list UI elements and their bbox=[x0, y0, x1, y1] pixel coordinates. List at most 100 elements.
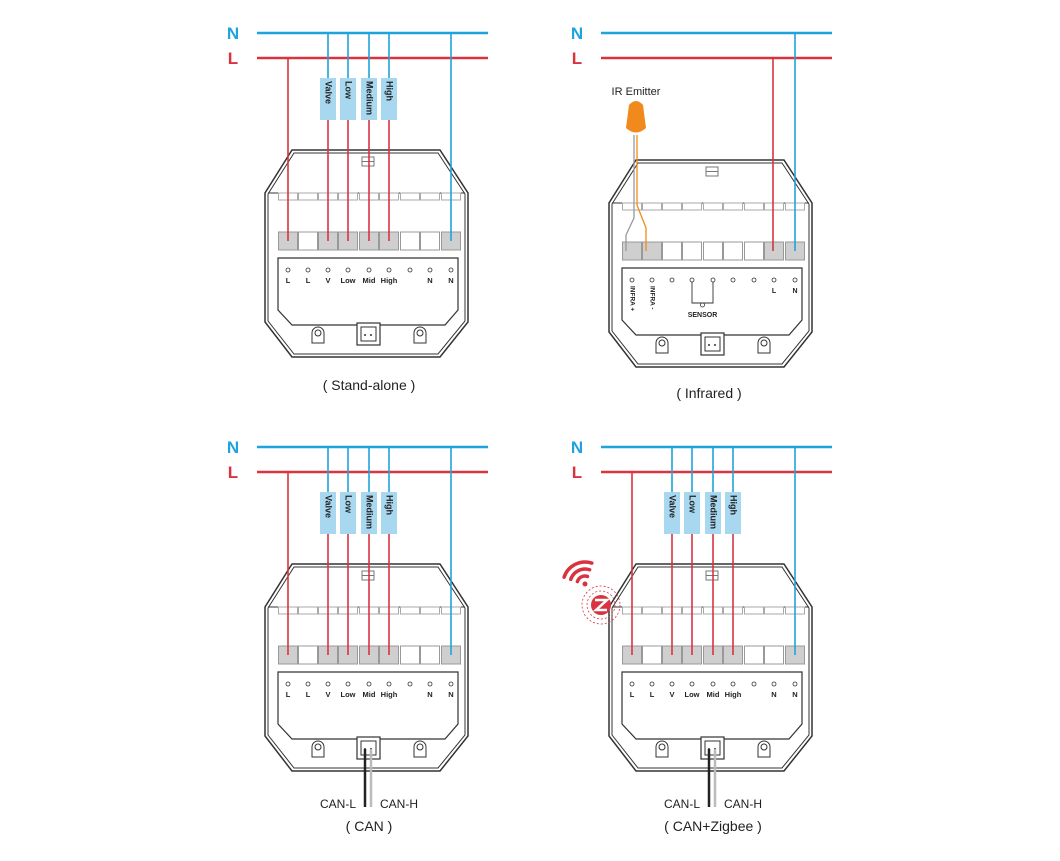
load-label: Low bbox=[688, 495, 698, 514]
can-l-label: CAN-L bbox=[320, 797, 356, 811]
caption: ( Stand-alone ) bbox=[323, 377, 416, 393]
terminal-label: N bbox=[448, 690, 453, 699]
terminal-dot bbox=[649, 277, 655, 283]
terminal-dot bbox=[305, 267, 311, 273]
terminal-dot bbox=[629, 277, 635, 283]
live-label: L bbox=[228, 49, 238, 68]
wifi-arc bbox=[569, 567, 592, 582]
zigbee-z bbox=[592, 598, 611, 612]
terminal-label: N bbox=[427, 276, 432, 285]
load-label: Valve bbox=[668, 495, 678, 518]
mounting-hole bbox=[757, 740, 771, 758]
terminal-slot bbox=[298, 606, 318, 615]
mounting-hole-inner bbox=[314, 329, 322, 337]
pin bbox=[714, 344, 716, 346]
terminal-slot bbox=[703, 202, 723, 211]
can-h-label: CAN-H bbox=[724, 797, 762, 811]
terminal-label: N bbox=[792, 288, 797, 295]
terminal-block bbox=[400, 231, 420, 251]
load-label: Medium bbox=[365, 495, 375, 529]
terminal-slot bbox=[744, 606, 764, 615]
terminal-dot bbox=[792, 681, 798, 687]
mounting-hole bbox=[655, 336, 669, 354]
load-box-medium bbox=[361, 492, 377, 534]
terminal-block bbox=[682, 241, 702, 261]
terminal-dot bbox=[649, 681, 655, 687]
terminal-dot bbox=[325, 681, 331, 687]
terminal-block bbox=[764, 645, 784, 665]
terminal-label: N bbox=[771, 690, 776, 699]
mounting-hole-inner bbox=[760, 339, 768, 347]
can-connector-inner bbox=[704, 336, 721, 352]
load-label: Medium bbox=[709, 495, 719, 529]
terminal-slot bbox=[298, 192, 318, 201]
terminal-label: L bbox=[286, 690, 291, 699]
mounting-hole-inner bbox=[658, 743, 666, 751]
mounting-hole-inner bbox=[416, 743, 424, 751]
terminal-block bbox=[420, 645, 440, 665]
terminal-slot bbox=[622, 202, 642, 211]
mounting-hole-inner bbox=[760, 743, 768, 751]
zigbee-ring bbox=[581, 585, 621, 625]
terminal-dot bbox=[366, 681, 372, 687]
load-box-low bbox=[340, 78, 356, 120]
ir-emitter-icon bbox=[626, 101, 646, 133]
load-label: Low bbox=[344, 81, 354, 100]
mounting-hole-inner bbox=[314, 743, 322, 751]
terminal-label: N bbox=[792, 690, 797, 699]
label-panel bbox=[277, 257, 459, 326]
terminal-block bbox=[400, 645, 420, 665]
ir-emitter-label: IR Emitter bbox=[612, 86, 661, 98]
mounting-hole bbox=[413, 740, 427, 758]
pin bbox=[708, 344, 710, 346]
wireless-icon bbox=[562, 560, 594, 587]
terminal-dot bbox=[730, 681, 736, 687]
load-label: Valve bbox=[324, 81, 334, 104]
neutral-label: N bbox=[227, 438, 239, 457]
terminal-label: High bbox=[381, 276, 398, 285]
mounting-hole bbox=[655, 740, 669, 758]
terminal-block bbox=[723, 241, 743, 261]
terminal-dot bbox=[325, 267, 331, 273]
terminal-block bbox=[764, 241, 784, 261]
terminal-slot bbox=[642, 202, 662, 211]
load-box-high bbox=[381, 492, 397, 534]
terminal-label: N bbox=[427, 690, 432, 699]
wifi-arc bbox=[562, 560, 594, 579]
terminal-dot bbox=[386, 267, 392, 273]
terminal-block bbox=[298, 231, 318, 251]
mounting-hole-inner bbox=[658, 339, 666, 347]
neutral-label: N bbox=[571, 24, 583, 43]
terminal-label: Low bbox=[341, 276, 356, 285]
mounting-hole bbox=[413, 326, 427, 344]
can-connector-inner bbox=[704, 740, 721, 756]
terminal-dot bbox=[751, 681, 757, 687]
mounting-hole bbox=[311, 326, 325, 344]
terminal-dot bbox=[427, 267, 433, 273]
zigbee-icon bbox=[581, 585, 621, 625]
caption: ( Infrared ) bbox=[676, 385, 741, 401]
load-box-high bbox=[725, 492, 741, 534]
terminal-dot bbox=[427, 681, 433, 687]
terminal-dot bbox=[629, 681, 635, 687]
terminal-block bbox=[642, 241, 662, 261]
load-box-valve bbox=[320, 78, 336, 120]
wifi-dot bbox=[582, 581, 588, 587]
load-box-valve bbox=[664, 492, 680, 534]
load-label: Low bbox=[344, 495, 354, 514]
terminal-slot bbox=[764, 202, 784, 211]
terminal-label: V bbox=[325, 690, 330, 699]
load-box-high bbox=[381, 78, 397, 120]
load-label: High bbox=[385, 495, 395, 515]
can-connector-inner bbox=[360, 326, 377, 342]
can-h-label: CAN-H bbox=[380, 797, 418, 811]
terminal-block bbox=[298, 645, 318, 665]
terminal-slot bbox=[662, 202, 682, 211]
device-outline-inner bbox=[611, 162, 810, 365]
live-label: L bbox=[572, 49, 582, 68]
terminal-dot bbox=[448, 267, 454, 273]
can-l-label: CAN-L bbox=[664, 797, 700, 811]
